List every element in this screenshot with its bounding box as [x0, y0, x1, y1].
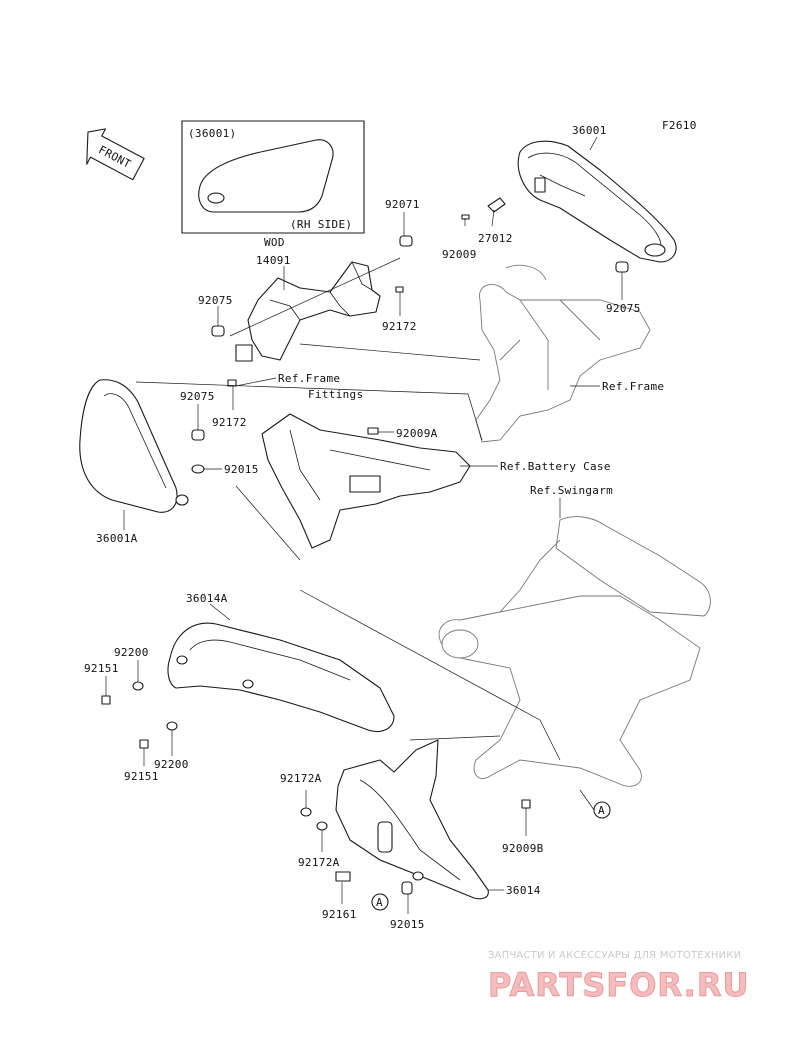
label-92151-top: 92151	[84, 662, 119, 675]
front-direction-arrow: FRONT	[86, 128, 145, 181]
label-92151-bot: 92151	[124, 770, 159, 783]
bolt-92172-mid	[227, 379, 237, 387]
label-92172-mid: 92172	[212, 416, 247, 429]
grommet-92071	[399, 235, 413, 247]
bolt-92009A	[367, 427, 379, 435]
inset-rh-side: (36001) (RH SIDE)	[181, 120, 365, 234]
label-92015-left: 92015	[224, 463, 259, 476]
label-92009A: 92009A	[396, 427, 438, 440]
inset-part-label: (36001)	[188, 127, 236, 140]
label-92200-top: 92200	[114, 646, 149, 659]
clip-92161	[335, 871, 351, 882]
washer-92200-bot	[166, 721, 178, 731]
label-92172A-top: 92172A	[280, 772, 322, 785]
label-92009: 92009	[442, 248, 477, 261]
bolt-92009	[461, 214, 470, 220]
watermark-brand: PARTSFOR.RU	[488, 966, 750, 1005]
rh-side-cover-outline	[198, 139, 334, 213]
label-36014: 36014	[506, 884, 541, 897]
marker-a-left-label: A	[376, 896, 383, 909]
bolt-92151-bot	[139, 739, 149, 749]
label-92075-left: 92075	[198, 294, 233, 307]
bracket-27012	[487, 197, 506, 213]
bolt-92172A-top	[300, 807, 312, 817]
ref-frame-fittings-line2: Fittings	[308, 388, 363, 401]
side-cover-left	[79, 379, 189, 513]
bracket-14091	[235, 261, 381, 362]
grommet-92075-right	[615, 261, 629, 273]
label-92075-mid: 92075	[180, 390, 215, 403]
bolt-92172-top	[395, 286, 404, 293]
ref-frame-fittings-line1: Ref.Frame	[278, 372, 340, 385]
bolt-92009B	[521, 799, 531, 809]
collar-92015-bot	[401, 881, 413, 895]
leader-lines	[105, 136, 623, 914]
frame-fittings-reference	[475, 264, 651, 443]
side-cover-right	[517, 140, 677, 263]
inset-side-label: (RH SIDE)	[290, 218, 352, 231]
grommet-92075-mid	[191, 429, 205, 441]
lower-cover-36014	[335, 739, 489, 900]
bolt-92172A-bot	[316, 821, 328, 831]
cover-hole	[207, 192, 225, 204]
label-36014A: 36014A	[186, 592, 228, 605]
label-variant-wod: WOD	[264, 236, 285, 249]
washer-92200-top	[132, 681, 144, 691]
label-92172-top: 92172	[382, 320, 417, 333]
chain-guard-36014A	[167, 622, 395, 733]
label-92200-bot: 92200	[154, 758, 189, 771]
label-14091: 14091	[256, 254, 291, 267]
figure-code: F2610	[662, 119, 697, 132]
label-92075-right: 92075	[606, 302, 641, 315]
label-92009B: 92009B	[502, 842, 544, 855]
ref-frame: Ref.Frame	[602, 380, 664, 393]
battery-case-reference	[261, 413, 471, 549]
swingarm-reference	[438, 516, 711, 787]
ref-swingarm: Ref.Swingarm	[530, 484, 613, 497]
label-36001A: 36001A	[96, 532, 138, 545]
label-92071: 92071	[385, 198, 420, 211]
collar-92015-left	[191, 464, 205, 474]
bolt-92151-top	[101, 695, 111, 705]
marker-a-right-label: A	[598, 804, 605, 817]
label-92172A-bot: 92172A	[298, 856, 340, 869]
label-27012: 27012	[478, 232, 513, 245]
reference-marker-a-left	[371, 893, 389, 911]
label-36001: 36001	[572, 124, 607, 137]
ref-battery-case: Ref.Battery Case	[500, 460, 611, 473]
watermark-tagline: ЗАПЧАСТИ И АКСЕССУАРЫ ДЛЯ МОТОТЕХНИКИ	[488, 950, 742, 961]
label-92015-bot: 92015	[390, 918, 425, 931]
label-92161: 92161	[322, 908, 357, 921]
grommet-92075-left	[211, 325, 225, 337]
